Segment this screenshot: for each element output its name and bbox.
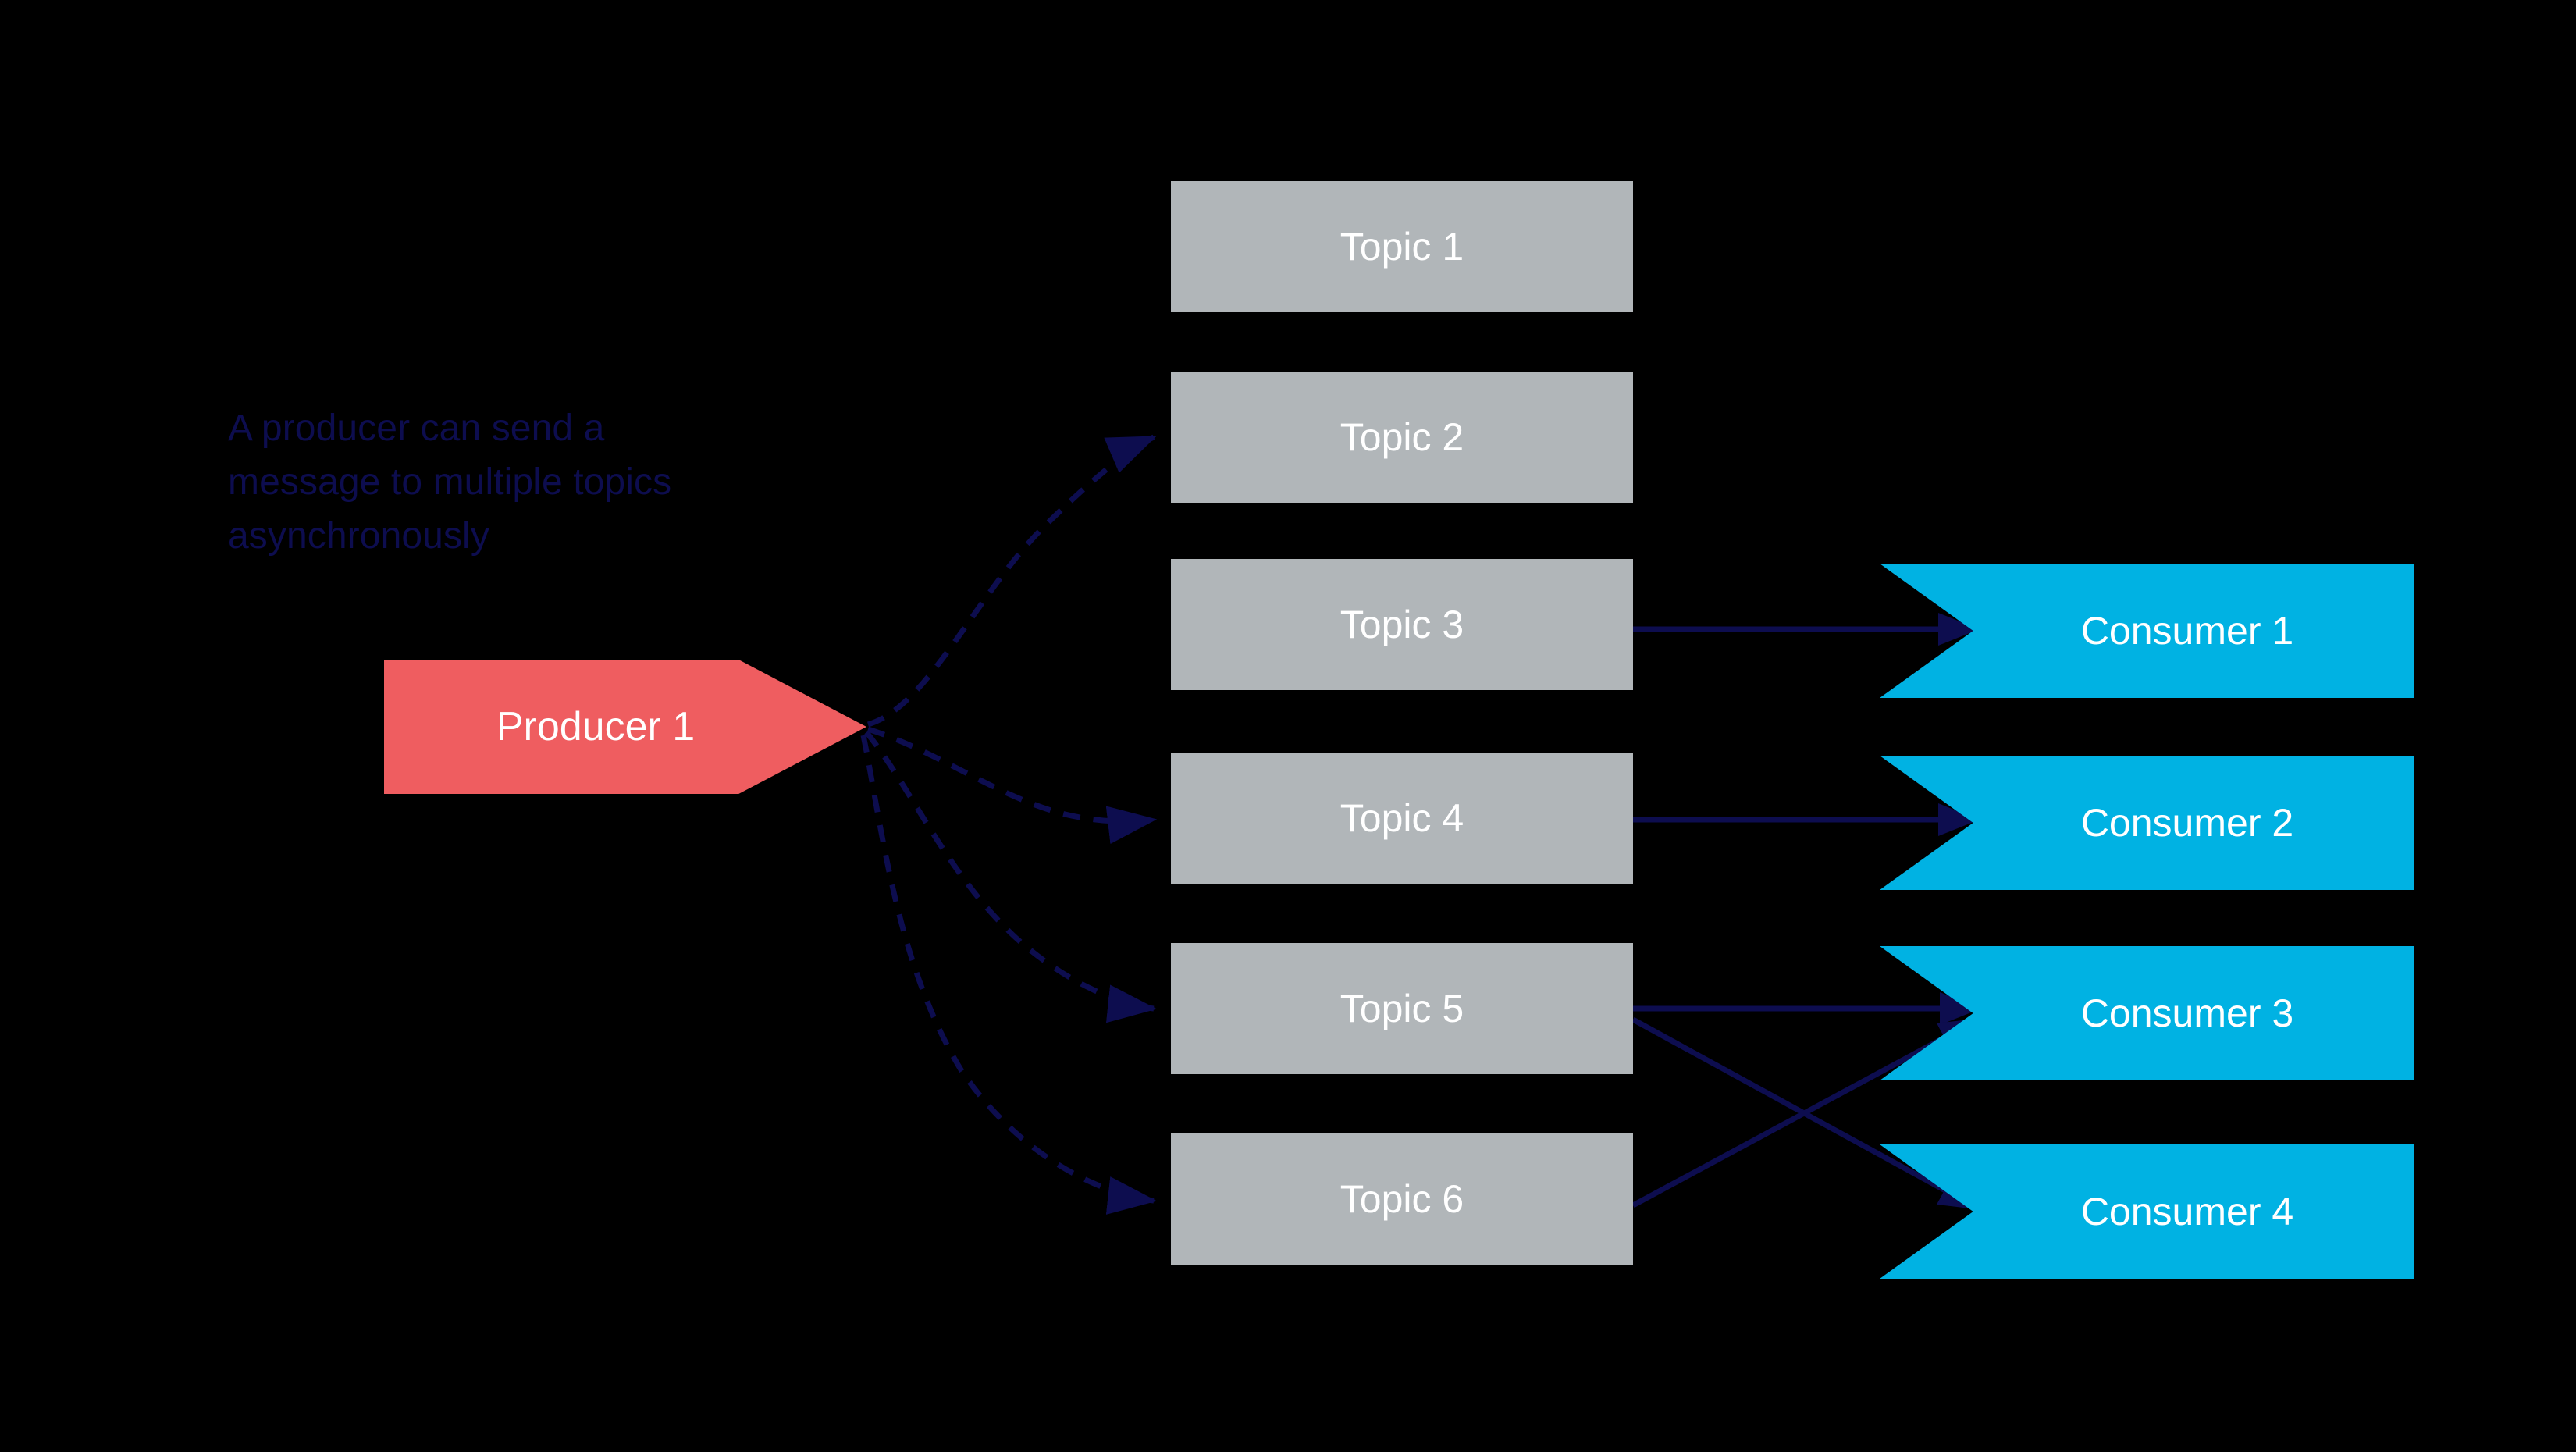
producer-shape-producer-1[interactable]: Producer 1 [384,660,866,794]
topic-box-topic-6[interactable]: Topic 6 [1171,1133,1633,1265]
consumer-label: Consumer 3 [2080,991,2294,1035]
annotation-note: A producer can send a message to multipl… [228,407,672,557]
consumer-shape-consumer-3[interactable]: Consumer 3 [1880,946,2414,1080]
consumer-shape-consumer-4[interactable]: Consumer 4 [1880,1144,2414,1279]
topic-label: Topic 5 [1340,987,1464,1030]
consumer-label: Consumer 4 [2080,1190,2294,1233]
consumer-label: Consumer 1 [2080,609,2294,653]
topic-box-topic-1[interactable]: Topic 1 [1171,181,1633,312]
consumer-shape-consumer-2[interactable]: Consumer 2 [1880,756,2414,890]
consumer-label: Consumer 2 [2080,801,2294,845]
topic-label: Topic 3 [1340,603,1464,646]
topic-box-topic-4[interactable]: Topic 4 [1171,753,1633,884]
topic-label: Topic 4 [1340,796,1464,840]
topic-box-topic-3[interactable]: Topic 3 [1171,559,1633,690]
arrow-producer-to-topic-6 [860,735,1158,1215]
producer-label: Producer 1 [496,704,696,749]
consumer-shape-consumer-1[interactable]: Consumer 1 [1880,564,2414,698]
topic-label: Topic 1 [1340,225,1464,269]
topic-label: Topic 6 [1340,1177,1464,1221]
arrow-producer-to-topic-4 [866,726,1158,845]
topic-label: Topic 2 [1340,415,1464,459]
arrow-producer-to-topic-5 [864,730,1158,1023]
topic-box-topic-5[interactable]: Topic 5 [1171,943,1633,1074]
arrow-producer-to-topic-2 [866,434,1157,728]
topic-box-topic-2[interactable]: Topic 2 [1171,372,1633,503]
